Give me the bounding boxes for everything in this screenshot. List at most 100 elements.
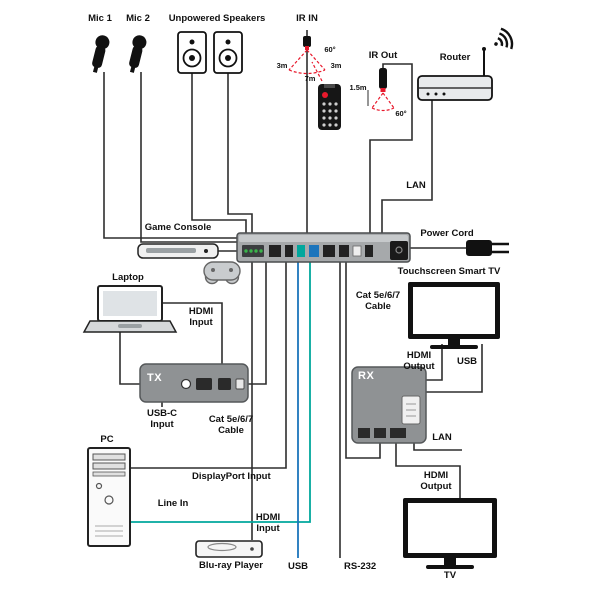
router-label: Router	[439, 52, 471, 63]
mic2-icon	[129, 35, 147, 73]
tx-rj45-port	[218, 378, 231, 390]
tv-hdmi-output-cable	[424, 344, 443, 381]
tx-hdmi-port	[196, 378, 212, 390]
ir-out-cone	[371, 92, 395, 112]
ir-in-range-left-label: 3m	[276, 61, 288, 70]
speaker-right-cable	[227, 73, 253, 237]
rx-lan-label: LAN	[432, 432, 452, 443]
speakers-label: Unpowered Speakers	[168, 13, 266, 24]
rs232-label: RS-232	[344, 561, 377, 572]
audio-port	[297, 245, 305, 257]
usb-switcher-label: USB	[287, 561, 309, 572]
router-lan-label: LAN	[406, 180, 426, 191]
gamepad-icon	[203, 261, 241, 285]
ir-port	[365, 245, 373, 257]
remote-power-button	[322, 92, 328, 98]
mic1-cable	[103, 72, 239, 239]
remote-control-icon	[311, 61, 341, 130]
rx-cat-cable	[345, 260, 381, 459]
drive-bay	[92, 462, 126, 470]
cables	[103, 30, 483, 558]
pc-label: PC	[100, 434, 114, 445]
rx-lan-cable	[413, 441, 462, 451]
wifi-icon	[494, 27, 514, 50]
ir-out-blaster-icon	[367, 68, 395, 112]
drive-bay	[92, 453, 126, 461]
ir-in-cone	[288, 49, 326, 75]
laptop-label: Laptop	[112, 272, 144, 283]
ir-out-label: IR Out	[368, 50, 398, 61]
rx-box	[351, 366, 427, 444]
tx-box	[139, 363, 249, 403]
hdmi-port	[269, 245, 281, 257]
smart-tv-usb-label: USB	[456, 356, 478, 367]
power-button	[95, 482, 103, 490]
port	[323, 245, 335, 257]
speaker-terminal-block	[242, 245, 264, 257]
speaker-right-icon	[213, 31, 243, 74]
usb-port	[309, 245, 319, 257]
bluray-hdmi-input-label: HDMI Input	[255, 512, 281, 535]
ir-out-distance-label: 1.5m	[349, 83, 367, 92]
laptop-icon	[82, 285, 178, 333]
port	[352, 245, 362, 257]
mic2-label: Mic 2	[126, 13, 150, 24]
mic2-cable	[140, 72, 239, 243]
bluray-label: Blu-ray Player	[199, 560, 263, 571]
tv-icon	[403, 498, 497, 569]
speaker-left-cable	[191, 73, 247, 237]
port	[339, 245, 349, 257]
bluray-icon	[195, 540, 263, 558]
smart-tv-screen	[413, 287, 495, 334]
mic1-label: Mic 1	[88, 13, 112, 24]
disc-tray	[207, 542, 237, 552]
speaker-left-icon	[177, 31, 207, 74]
tx-cat-cable	[246, 260, 267, 385]
game-console-icon	[137, 243, 219, 259]
laptop-hdmi-cable	[160, 302, 223, 368]
tx-usbc-port	[235, 378, 245, 390]
power-inlet	[390, 241, 408, 260]
tx-cat-cable-label: Cat 5e/6/7 Cable	[208, 414, 254, 437]
smart-tv-icon	[408, 282, 500, 349]
displayport-input-label: DisplayPort Input	[192, 471, 271, 482]
switcher-top-face	[239, 235, 408, 242]
switcher-device	[236, 232, 411, 263]
tv-hdmi-output-label: HDMI Output	[420, 470, 452, 493]
rx-port	[358, 428, 370, 438]
ir-in-range-center-label: 7m	[304, 74, 316, 83]
tv-screen	[408, 503, 492, 553]
smart-tv-hdmi-output-label: HDMI Output	[403, 350, 435, 373]
ir-in-label: IR IN	[296, 13, 318, 24]
port	[285, 245, 293, 257]
tv-usb-cable	[424, 344, 483, 393]
usb-c-input-label: USB-C Input	[146, 408, 178, 431]
line-in-label: Line In	[157, 498, 189, 509]
line-in-cable	[126, 260, 311, 523]
power-plug-icon	[466, 240, 509, 256]
woofer	[182, 48, 202, 68]
tx-audio-port	[180, 378, 192, 390]
rx-hdmi-output-cable	[395, 441, 461, 502]
pc-displayport-cable	[126, 260, 287, 469]
smart-tv-label: Touchscreen Smart TV	[397, 266, 501, 277]
ir-out-cable	[369, 63, 413, 236]
rx-port	[390, 428, 406, 438]
router-icon	[417, 47, 493, 101]
mic1-icon	[92, 35, 110, 73]
rx-port	[374, 428, 386, 438]
router-lan-cable	[381, 100, 433, 236]
laptop-usbc-cable	[119, 330, 144, 385]
woofer	[218, 48, 238, 68]
tx-label: TX	[147, 372, 163, 384]
tweeter	[189, 39, 195, 45]
power-cord-label: Power Cord	[420, 228, 474, 239]
laptop-hdmi-input-label: HDMI Input	[188, 306, 214, 329]
pc-icon	[87, 447, 131, 547]
tweeter	[225, 39, 231, 45]
tv-label: TV	[443, 570, 457, 581]
rx-cat-cable-label: Cat 5e/6/7 Cable	[355, 290, 401, 313]
rx-label: RX	[358, 370, 375, 382]
